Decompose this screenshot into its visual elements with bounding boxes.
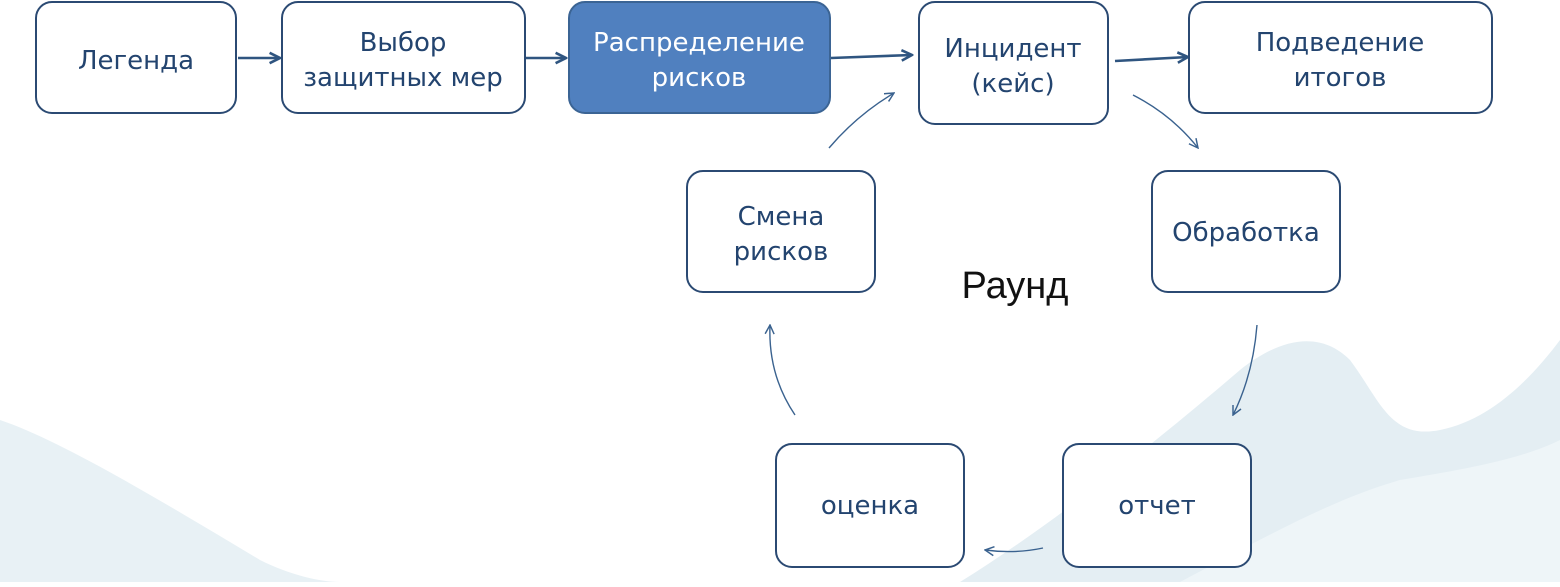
node-legend-line-1: Легенда <box>78 46 194 76</box>
node-report: отчет <box>1062 443 1252 568</box>
node-risk-change-line-2: рисков <box>734 237 829 267</box>
node-incident-line-2: (кейс) <box>971 69 1054 99</box>
arrow-incident-to-processing <box>1132 94 1198 148</box>
node-summary-line-2: итогов <box>1294 63 1387 93</box>
arrows-round-cycle <box>770 93 1258 552</box>
node-distribution-line-2: рисков <box>652 63 747 93</box>
node-protection: Выбор защитных мер <box>281 1 526 114</box>
arrow-processing-to-report <box>1233 324 1258 415</box>
node-incident-line-1: Инцидент <box>944 34 1081 64</box>
arrow-risk-change-to-incident <box>828 93 894 149</box>
arrow-incident-to-summary <box>1114 57 1188 61</box>
node-processing: Обработка <box>1151 170 1341 293</box>
node-risk-change-line-1: Смена <box>738 202 825 232</box>
arrow-assessment-to-risk-change <box>770 325 796 416</box>
arrow-report-to-assessment <box>985 548 1044 552</box>
node-summary-line-1: Подведение <box>1256 28 1425 58</box>
node-protection-line-2: защитных мер <box>303 63 503 93</box>
node-protection-line-1: Выбор <box>360 28 447 58</box>
background-wave-left <box>0 420 340 582</box>
node-assessment: оценка <box>775 443 965 568</box>
arrow-distribution-to-incident <box>830 55 912 58</box>
node-distribution: Распределение рисков <box>568 1 831 114</box>
node-incident: Инцидент (кейс) <box>918 1 1109 125</box>
node-processing-line-1: Обработка <box>1172 218 1320 248</box>
round-label: Раунд <box>962 265 1069 307</box>
node-assessment-line-1: оценка <box>821 491 919 521</box>
node-distribution-line-1: Распределение <box>593 28 805 58</box>
node-risk-change: Смена рисков <box>686 170 876 293</box>
arrows-top-chain <box>238 55 1188 61</box>
node-report-line-1: отчет <box>1118 491 1196 521</box>
node-legend: Легенда <box>35 1 237 114</box>
node-summary: Подведение итогов <box>1188 1 1493 114</box>
background-wave-right-light <box>1180 440 1560 582</box>
